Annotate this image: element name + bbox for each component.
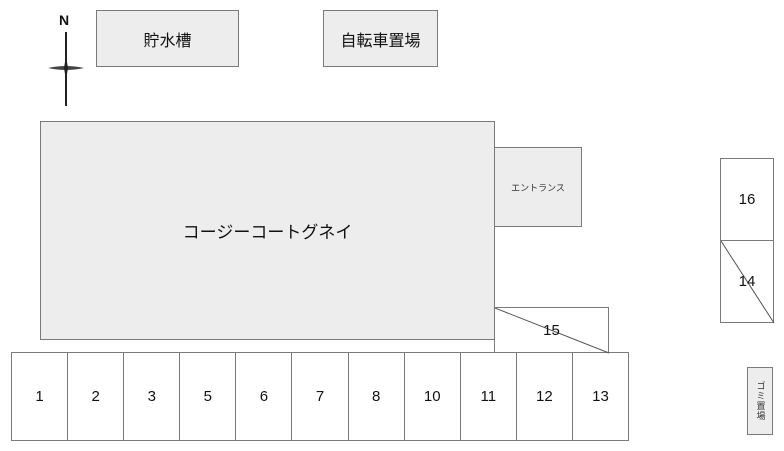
main-building: コージーコートグネイ xyxy=(40,121,495,340)
garbage-area: ゴミ置場 xyxy=(747,367,773,435)
parking-spot: 11 xyxy=(459,353,516,440)
parking-spot: 5 xyxy=(179,353,235,440)
spot-label: 15 xyxy=(543,321,560,339)
diagonal-line xyxy=(721,241,775,324)
spot-label: 7 xyxy=(315,388,325,405)
spot-label: 1 xyxy=(35,388,44,405)
spot-label: 11 xyxy=(480,388,497,405)
water-tank-label: 貯水槽 xyxy=(143,30,192,50)
spot-label: 5 xyxy=(203,388,212,405)
spot-label: 13 xyxy=(592,388,609,405)
garbage-label: ゴミ置場 xyxy=(754,381,765,421)
north-compass: N xyxy=(44,12,88,108)
diagonal-line xyxy=(495,308,610,354)
water-tank: 貯水槽 xyxy=(96,10,239,67)
spot-label: 6 xyxy=(259,388,269,405)
spot-label: 8 xyxy=(371,388,381,405)
parking-spot: 6 xyxy=(235,353,291,440)
bicycle-parking-label: 自転車置場 xyxy=(340,30,421,50)
entrance: エントランス xyxy=(494,147,582,227)
parking-spot: 2 xyxy=(67,353,123,440)
entrance-label: エントランス xyxy=(511,183,565,194)
north-arrow-icon xyxy=(48,32,84,106)
parking-spot: 1 xyxy=(12,353,67,440)
spot-label: 12 xyxy=(536,388,553,405)
parking-spot: 7 xyxy=(291,353,347,440)
spot-label: 2 xyxy=(91,388,100,405)
spot-label: 16 xyxy=(738,191,756,208)
spot-label: 10 xyxy=(423,388,441,405)
north-label: N xyxy=(59,12,70,28)
parking-spot-16: 16 xyxy=(720,158,774,241)
parking-row: 1 2 3 5 6 7 8 10 11 12 13 xyxy=(11,352,629,441)
parking-spot: 3 xyxy=(123,353,179,440)
parking-spot-15: 15 xyxy=(494,307,610,354)
building-name: コージーコートグネイ xyxy=(182,223,353,243)
bicycle-parking: 自転車置場 xyxy=(323,10,438,67)
spot-label: 14 xyxy=(738,273,756,290)
parking-spot: 8 xyxy=(347,353,404,440)
spot-label: 3 xyxy=(147,388,156,405)
parking-spot-14: 14 xyxy=(720,240,775,324)
parking-spot: 13 xyxy=(571,353,628,440)
parking-spot: 10 xyxy=(403,353,460,440)
parking-spot: 12 xyxy=(515,353,572,440)
